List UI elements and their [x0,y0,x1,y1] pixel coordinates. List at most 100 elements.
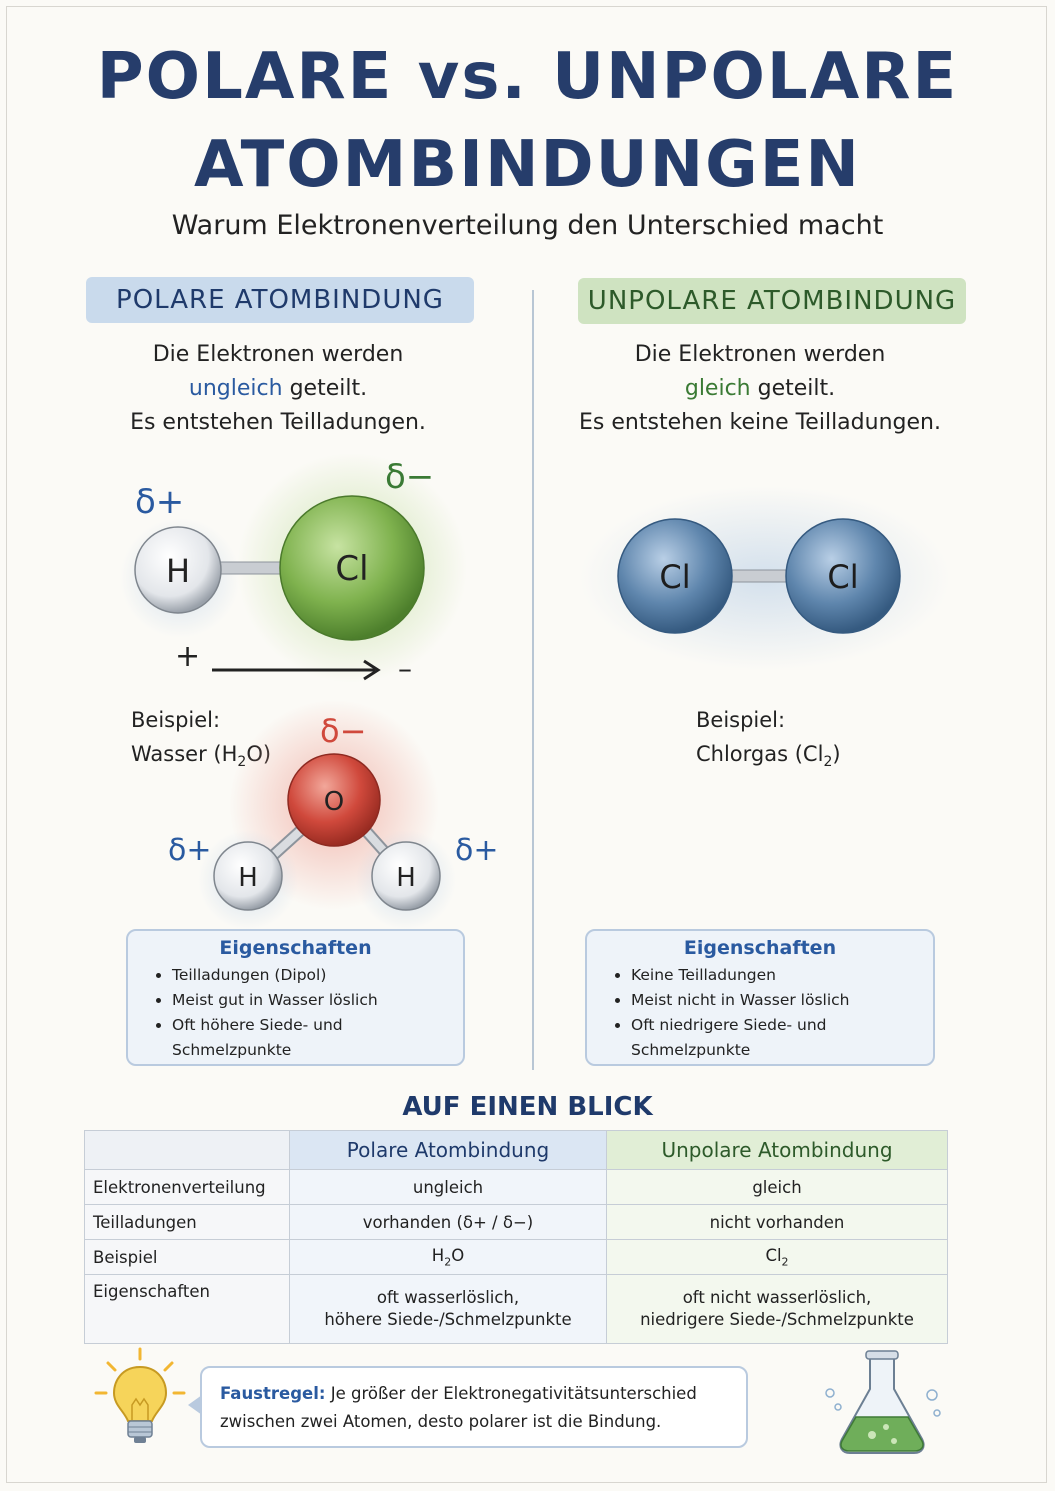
polar-cell: H2O [289,1239,607,1275]
cell-line-1: oft nicht wasserlöslich, [682,1288,872,1307]
title-line-1: POLARE vs. UNPOLARE [96,40,959,114]
table-header-unpolar: Unpolare Atombindung [606,1130,948,1170]
table-row: Beispiel H2O Cl2 [84,1239,948,1275]
table-row: Elektronenverteilung ungleich gleich [84,1169,948,1205]
unpolar-example-text: Chlorgas (Cl2) [696,737,841,779]
cl2-atom-2-label: Cl [827,558,858,596]
water-h1-label: H [238,863,258,893]
table-header-row: Polare Atombindung Unpolare Atombindung [84,1130,948,1170]
water-h2-partial-charge: δ+ [455,833,499,868]
unpolar-desc-line1: Die Elektronen werden [634,342,886,367]
cell-line-2: niedrigere Siede-/Schmelzpunkte [640,1310,914,1329]
formula-main: H [431,1245,445,1265]
polar-cell: oft wasserlöslich, höhere Siede-/Schmelzp… [289,1274,607,1344]
cell-line-2: höhere Siede-/Schmelzpunkte [324,1310,572,1329]
unpolar-example-end: ) [832,742,841,766]
lightbulb-icon [94,1347,186,1443]
rule-text-1: Je größer der Elektronegativitätsuntersc… [325,1384,697,1403]
polar-properties-box: Eigenschaften Teilladungen (Dipol) Meist… [126,929,465,1066]
unpolar-desc-line2: gleich geteilt. [530,372,990,406]
subtitle: Warum Elektronenverteilung den Unterschi… [171,210,884,241]
cl2-molecule-illustration: Cl Cl [580,486,950,670]
row-label: Teilladungen [84,1204,290,1240]
polar-desc-line2: ungleich geteilt. [48,372,508,406]
formula-main: Cl [765,1245,782,1265]
polar-example-label: Beispiel: [131,708,221,732]
water-h1-partial-charge: δ+ [168,833,212,868]
polar-properties-list: Teilladungen (Dipol) Meist gut in Wasser… [128,963,463,1063]
unpolar-properties-list: Keine Teilladungen Meist nicht in Wasser… [587,963,933,1063]
water-h-atom-2 [371,841,441,911]
unpolar-desc-highlight: gleich [684,376,751,401]
polar-cell: ungleich [289,1169,607,1205]
rule-label: Faustregel: [220,1384,326,1403]
cl-atom-label: Cl [335,549,368,589]
comparison-table: Polare Atombindung Unpolare Atombindung … [84,1130,948,1344]
list-item: Keine Teilladungen [631,963,933,988]
title-line-2: ATOMBINDUNGEN [194,128,861,202]
formula-sub: 2 [444,1255,452,1269]
unpolar-cell: oft nicht wasserlöslich, niedrigere Siede… [606,1274,948,1344]
flask-icon [825,1350,941,1454]
polar-description: Die Elektronen werden ungleich geteilt. … [48,338,508,440]
row-label: Elektronenverteilung [84,1169,290,1205]
unpolar-example-label: Beispiel: [696,708,786,732]
column-divider [532,290,534,1070]
cl2-atom-2 [785,518,901,634]
h-atom [134,526,222,614]
row-label: Beispiel [84,1239,290,1275]
rule-of-thumb-box: Faustregel: Je größer der Elektronegativ… [200,1366,748,1448]
list-item: Oft niedrigere Siede- und Schmelzpunkte [631,1013,933,1063]
polar-properties-title: Eigenschaften [219,937,372,959]
hcl-molecule-illustration: H Cl δ+ δ− + – [120,453,467,685]
polar-example-main: Wasser (H [131,742,238,766]
speech-bubble-tail [188,1395,202,1415]
o-atom [287,753,381,847]
cell-line-1: oft wasserlöslich, [376,1288,520,1307]
h-atom-label: H [166,552,190,590]
unpolar-cell: nicht vorhanden [606,1204,948,1240]
formula-end: O [451,1245,465,1265]
summary-title: AUF EINEN BLICK [402,1092,653,1122]
polar-banner: POLARE ATOMBINDUNG [86,277,474,323]
polar-desc-line3: Es entstehen Teilladungen. [130,410,426,435]
list-item: Meist nicht in Wasser löslich [631,988,933,1013]
table-header-polar: Polare Atombindung [289,1130,607,1170]
unpolar-example-main: Chlorgas (Cl [696,742,824,766]
row-label: Eigenschaften [84,1274,290,1344]
unpolar-cell: gleich [606,1169,948,1205]
dipole-plus-sign: + [175,639,200,674]
o-partial-charge: δ− [320,712,366,750]
table-header-empty [84,1130,290,1170]
polar-desc-highlight: ungleich [188,376,283,401]
dipole-arrow-head [363,659,381,681]
polar-desc-line1: Die Elektronen werden [152,342,404,367]
list-item: Meist gut in Wasser löslich [172,988,463,1013]
cl-partial-charge: δ− [385,457,434,497]
polar-cell: vorhanden (δ+ / δ−) [289,1204,607,1240]
rule-line-1: Faustregel: Je größer der Elektronegativ… [220,1380,728,1408]
unpolar-properties-title: Eigenschaften [683,937,837,959]
list-item: Oft höhere Siede- und Schmelzpunkte [172,1013,463,1063]
cl-atom [279,495,425,641]
rule-text-2: zwischen zwei Atomen, desto polarer ist … [220,1412,662,1431]
unpolar-example-sub: 2 [823,754,833,771]
unpolar-banner: UNPOLARE ATOMBINDUNG [578,278,966,324]
water-molecule-illustration: O H H δ− δ+ δ+ [168,700,499,930]
list-item: Teilladungen (Dipol) [172,963,463,988]
formula-sub: 2 [781,1255,789,1269]
unpolar-properties-box: Eigenschaften Keine Teilladungen Meist n… [585,929,935,1066]
h-partial-charge: δ+ [135,482,184,522]
table-row: Eigenschaften oft wasserlöslich, höhere S… [84,1274,948,1344]
unpolar-desc-line3: Es entstehen keine Teilladungen. [579,410,941,435]
poster-frame [6,6,1047,1483]
unpolar-desc-line2-rest: geteilt. [750,376,836,401]
table-row: Teilladungen vorhanden (δ+ / δ−) nicht v… [84,1204,948,1240]
water-h2-label: H [396,863,416,893]
unpolar-example: Beispiel: Chlorgas (Cl2) [696,703,841,779]
cl2-atom-1 [617,518,733,634]
unpolar-description: Die Elektronen werden gleich geteilt. Es… [530,338,990,440]
cl2-atom-1-label: Cl [659,558,690,596]
polar-desc-line2-rest: geteilt. [282,376,368,401]
water-h-atom-1 [213,841,283,911]
